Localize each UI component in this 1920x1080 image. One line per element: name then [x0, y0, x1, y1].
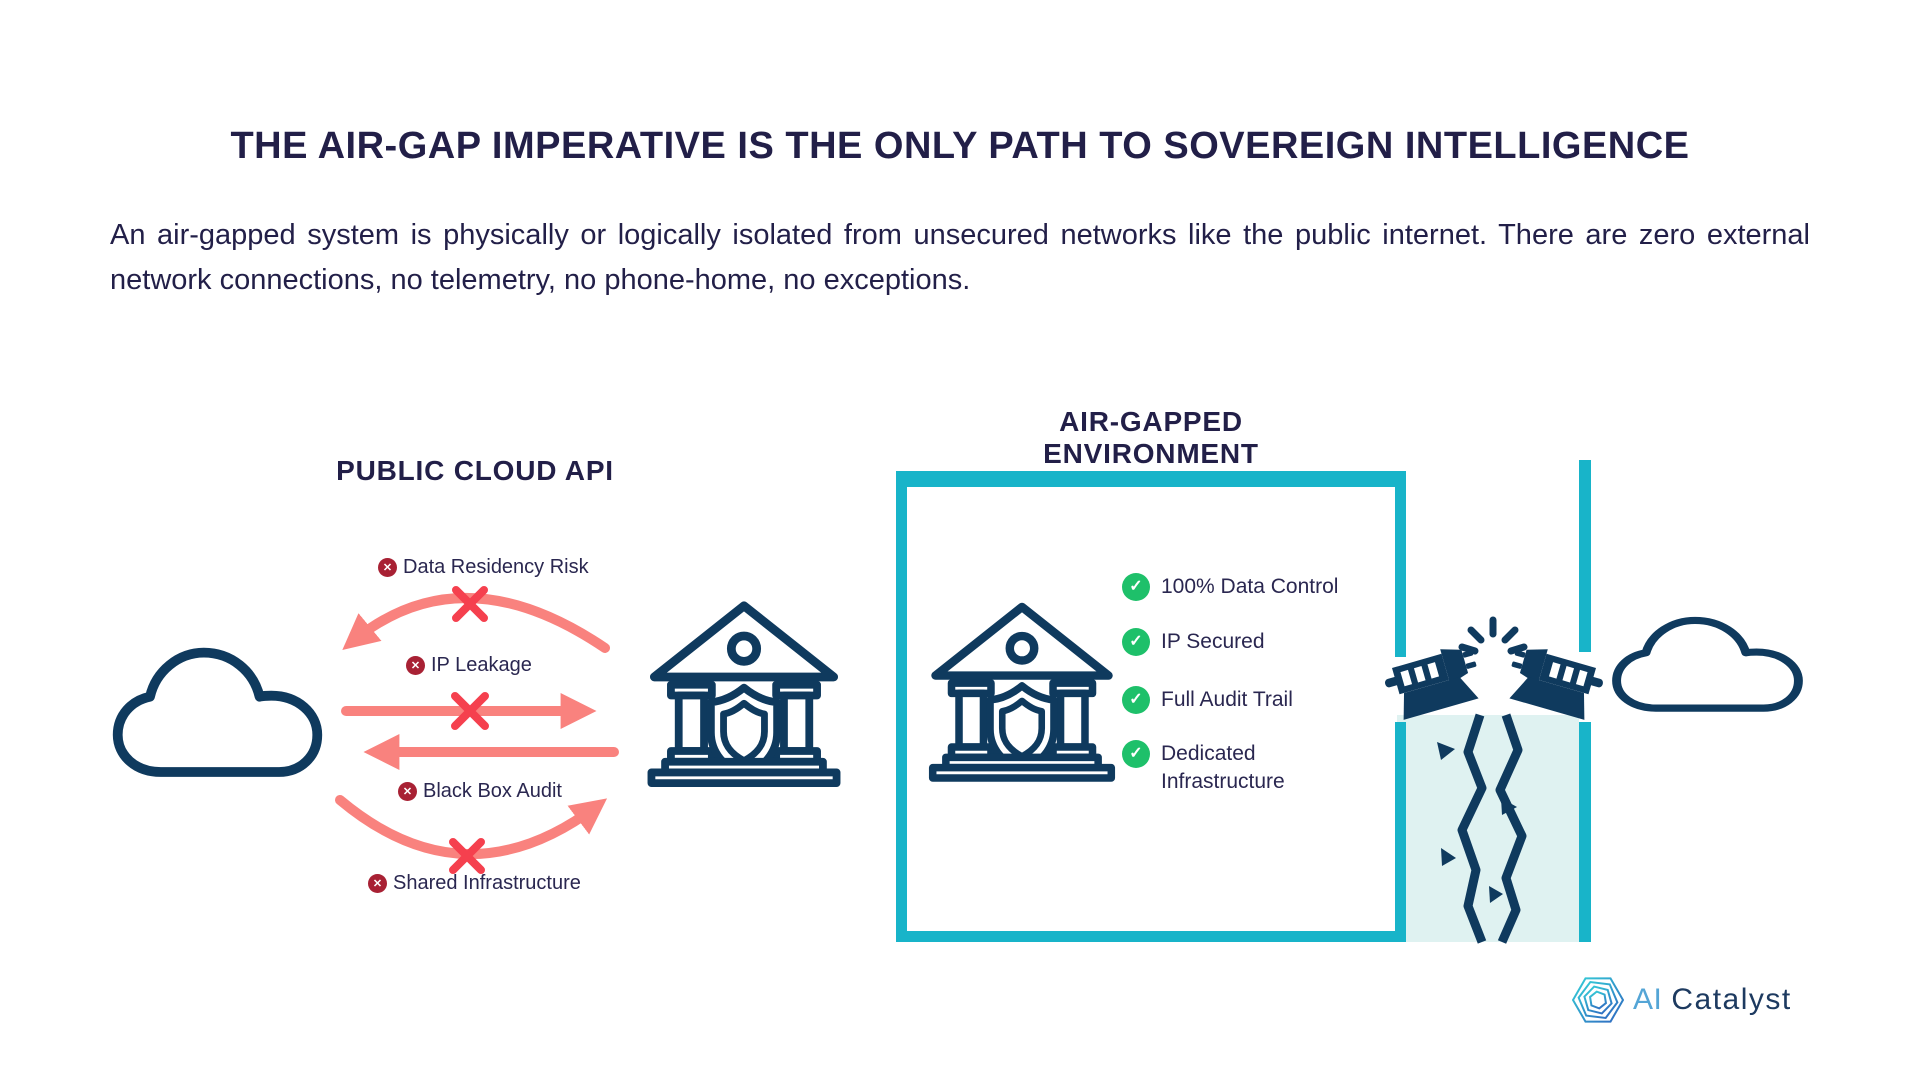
external-cloud-icon: [1605, 601, 1810, 716]
benefit-item: ✓ 100% Data Control: [1122, 573, 1338, 601]
intro-paragraph: An air-gapped system is physically or lo…: [110, 219, 1810, 296]
blocked-x-marks: [449, 586, 489, 874]
air-gapped-box-border-right-lower: [1395, 722, 1406, 942]
benefit-label: Full Audit Trail: [1161, 688, 1293, 711]
air-gapped-label: AIR-GAPPED ENVIRONMENT: [1043, 406, 1259, 469]
benefit-item: ✓ Full Audit Trail: [1122, 686, 1293, 714]
check-circle-icon: ✓: [1122, 628, 1150, 656]
public-cloud-label: PUBLIC CLOUD API: [336, 455, 614, 486]
x-circle-icon: ✕: [378, 558, 397, 577]
broken-connection-illustration: [1385, 616, 1603, 944]
chasm-debris: [1437, 742, 1517, 903]
check-circle-icon: ✓: [1122, 573, 1150, 601]
risk-label: IP Leakage: [431, 654, 532, 676]
broken-plug-right-icon: [1509, 649, 1603, 720]
chasm-crack: [1457, 713, 1527, 944]
air-gapped-box-border-right-upper: [1395, 471, 1406, 657]
broken-plug-left-icon: [1385, 649, 1479, 720]
risk-label: Shared Infrastructure: [393, 872, 581, 894]
air-gapped-box-border-bottom: [896, 931, 1406, 942]
arc-arrow-bottom: [335, 795, 608, 859]
benefit-item: ✓ IP Secured: [1122, 628, 1265, 656]
bank-shield-icon: [928, 597, 1116, 787]
x-circle-icon: ✕: [398, 782, 417, 801]
benefit-label: Dedicated Infrastructure: [1161, 742, 1285, 793]
blocked-connection-arrows: [335, 586, 619, 874]
brand-logo: AI Catalyst: [1572, 971, 1792, 1029]
gap-wall-upper: [1579, 460, 1591, 652]
logo-ai-text: AI: [1633, 983, 1663, 1016]
bank-shield-icon: [643, 599, 845, 789]
risk-label: Data Residency Risk: [403, 556, 589, 578]
risk-label: Black Box Audit: [423, 780, 562, 802]
risk-item: ✕ Black Box Audit: [398, 780, 562, 803]
chasm-fill: [1397, 715, 1579, 942]
x-circle-icon: ✕: [406, 656, 425, 675]
arc-arrow-top: [342, 593, 610, 653]
air-gapped-box-border-top: [896, 471, 1406, 487]
spark-icon: [1458, 616, 1528, 655]
risk-item: ✕ Shared Infrastructure: [368, 872, 581, 895]
benefit-item: ✓ Dedicated Infrastructure: [1122, 740, 1332, 796]
benefit-label: IP Secured: [1161, 630, 1265, 653]
check-circle-icon: ✓: [1122, 740, 1150, 768]
risk-item: ✕ Data Residency Risk: [378, 556, 589, 579]
logo-hexagon-icon: [1572, 977, 1624, 1023]
public-cloud-icon: [105, 626, 330, 783]
gap-wall-lower: [1579, 722, 1591, 942]
air-gapped-box-border-left: [896, 471, 907, 942]
benefit-label: 100% Data Control: [1161, 575, 1339, 598]
logo-name-text: Catalyst: [1671, 983, 1792, 1016]
risk-item: ✕ IP Leakage: [406, 654, 532, 677]
page-title: THE AIR-GAP IMPERATIVE IS THE ONLY PATH …: [230, 125, 1690, 168]
x-circle-icon: ✕: [368, 874, 387, 893]
check-circle-icon: ✓: [1122, 686, 1150, 714]
